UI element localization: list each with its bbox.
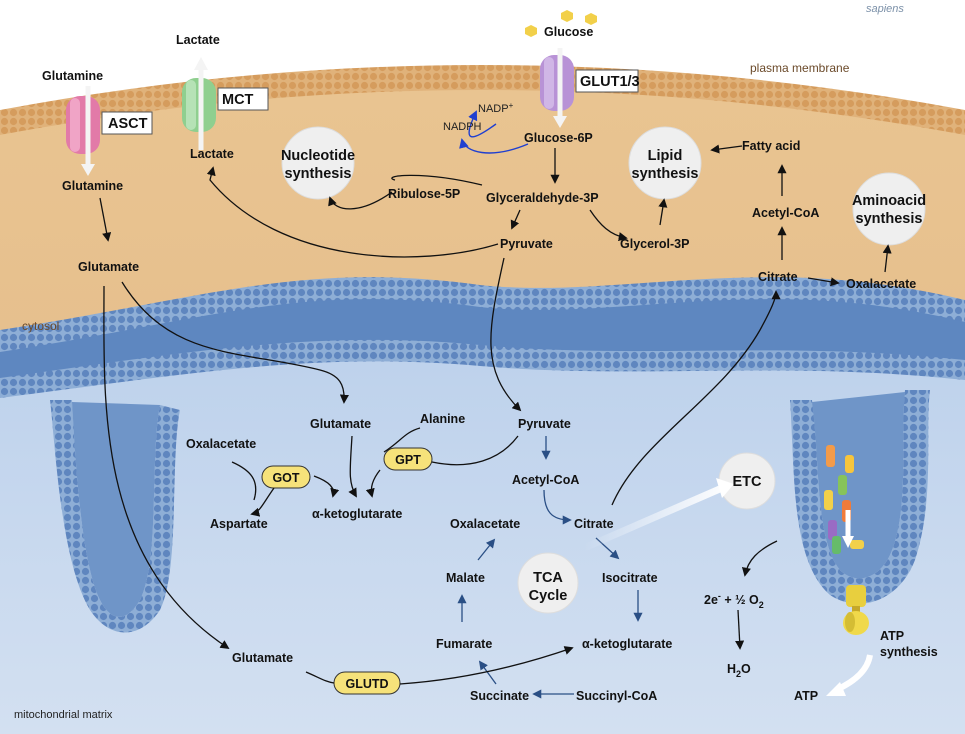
aminoacid-synthesis-line2: synthesis [856,211,923,227]
nucleotide-synthesis-line2: synthesis [285,166,352,182]
glutd-label: GLUTD [345,677,388,691]
tca-cycle-line2: Cycle [529,588,568,604]
glut-label-box [575,69,639,93]
atp-synthesis-line1: ATP [880,629,904,643]
aspartate: Aspartate [210,517,268,531]
glut-label: GLUT1/3 [580,74,640,90]
aminoacid-synthesis-line1: Aminoacid [852,193,926,209]
mct-label-box [217,87,269,111]
electrons-oxygen: 2e- + ½ O2 [704,591,764,610]
tca-citrate: Citrate [574,517,614,531]
mito-acetyl-coa: Acetyl-CoA [512,473,579,487]
mct-label: MCT [222,92,254,108]
crista-right [790,390,930,604]
alanine: Alanine [420,412,465,426]
lipid-synthesis-line2: synthesis [632,166,699,182]
mito-pyruvate: Pyruvate [518,417,571,431]
tca-isocitrate: Isocitrate [602,571,658,585]
water: H2O [727,662,751,679]
nadp-label: NADP+ [478,101,514,115]
cytosol-citrate: Citrate [758,270,798,284]
nadph-label: NADPH [443,121,482,133]
cytosol-glutamate: Glutamate [78,260,139,274]
extracellular-lactate: Lactate [176,33,220,47]
mito-glutamate: Glutamate [310,417,371,431]
aminoacid-synthesis-node [852,172,926,246]
plasma-membrane [0,65,965,140]
nucleotide-synthesis-line1: Nucleotide [281,148,355,164]
nucleotide-synthesis-node [281,126,355,200]
ribulose-5p: Ribulose-5P [388,187,460,201]
glucose-molecules [525,10,597,37]
lipid-synthesis-line1: Lipid [648,148,683,164]
tca-alpha-ketoglutarate: α-ketoglutarate [582,637,672,651]
tca-cycle-node [517,552,579,614]
got-enzyme [261,465,311,489]
asct-label-box [101,111,153,135]
cytosol-pyruvate: Pyruvate [500,237,553,251]
glucose-6p: Glucose-6P [524,131,593,145]
extracellular-glutamine: Glutamine [42,69,103,83]
mitochondrial-matrix-label: mitochondrial matrix [14,709,113,721]
tca-fumarate: Fumarate [436,637,492,651]
extracellular-glucose: Glucose [544,25,593,39]
got-label: GOT [272,471,299,485]
cytosol-glutamine: Glutamine [62,179,123,193]
cytosol-oxalacetate: Oxalacetate [846,277,916,291]
glycerol-3p: Glycerol-3P [620,237,689,251]
plasma-membrane-label: plasma membrane [750,61,850,75]
atp-label: ATP [794,689,818,703]
asct-transporter [66,96,100,154]
tca-oxalacetate: Oxalacetate [450,517,520,531]
gpt-enzyme [383,447,433,471]
tca-succinyl-coa: Succinyl-CoA [576,689,657,703]
atp-synthesis-line2: synthesis [880,645,938,659]
gpt-label: GPT [395,453,421,467]
cytosol-label: cytosol [22,319,59,333]
mito-oxalacetate-left: Oxalacetate [186,437,256,451]
cytosol-acetyl-coa: Acetyl-CoA [752,206,819,220]
glut-transporter [540,55,574,111]
mitochondrial-matrix-region [0,361,965,734]
cytosol-lactate: Lactate [190,147,234,161]
tca-malate: Malate [446,571,485,585]
asct-label: ASCT [108,116,148,132]
mito-glutamate-bottom: Glutamate [232,651,293,665]
atp-synthase [843,585,869,635]
tca-cycle-line1: TCA [533,570,563,586]
crista-left-lumen [72,402,160,617]
glyceraldehyde-3p: Glyceraldehyde-3P [486,191,599,205]
etc-label: ETC [733,474,763,490]
brand-logo: sapiens [866,3,904,15]
fatty-acid: Fatty acid [742,139,800,153]
tca-succinate: Succinate [470,689,529,703]
crista-left [50,400,180,633]
alpha-ketoglutarate-left: α-ketoglutarate [312,507,402,521]
